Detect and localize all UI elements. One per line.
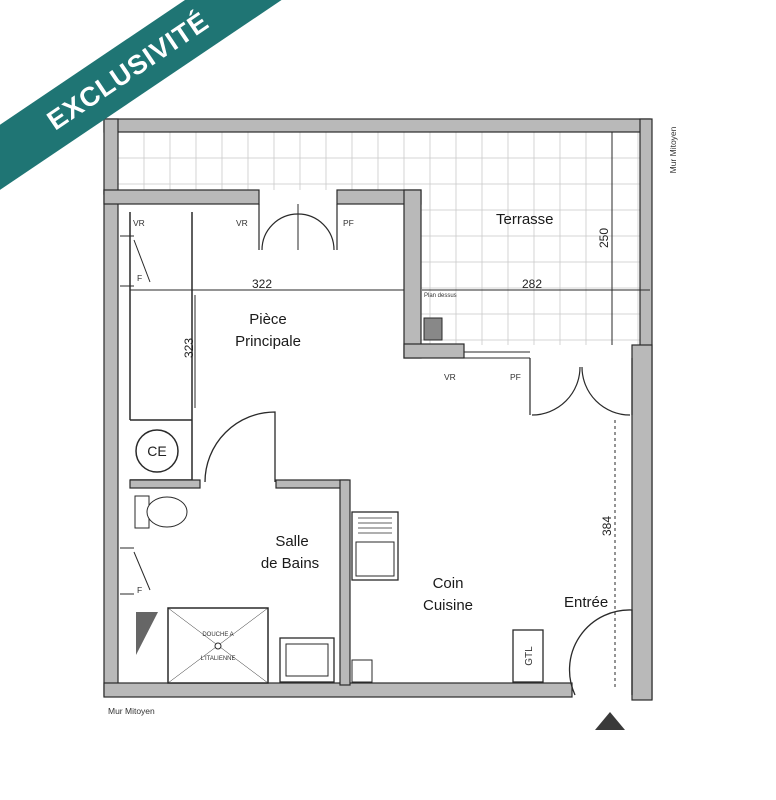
left-window-top (120, 235, 151, 287)
walls (103, 118, 653, 701)
dim-250: 250 (597, 228, 611, 248)
dim-384: 384 (600, 516, 614, 536)
pf-door-arc-right-right (581, 366, 631, 416)
dim-323: 323 (182, 338, 196, 358)
pf-door-jambs-top (258, 204, 338, 250)
room-terrasse: Terrasse (496, 211, 554, 228)
openings (120, 204, 633, 696)
label-plan-dessus: Plan dessus (424, 293, 457, 299)
entrance-door-swing (568, 609, 633, 696)
pf-door-jambs-right (529, 358, 633, 415)
room-cuisine-line1: Coin (433, 575, 464, 592)
terrace-top-wall (103, 118, 651, 133)
left-window-bottom (120, 547, 151, 595)
label-douche-2: L'ITALIENNE (200, 656, 235, 662)
left-corner-fill (136, 612, 158, 655)
pf-door-arc-right (297, 213, 335, 251)
toilet-bowl-icon (146, 496, 188, 528)
entrance-right-wall (631, 344, 653, 701)
top-wall-left (103, 189, 260, 205)
label-gtl: GTL (524, 646, 535, 666)
dim-322: 322 (252, 277, 272, 291)
terrace-corner-wall (403, 343, 465, 359)
bath-right-wall (339, 479, 351, 686)
fixtures (134, 429, 625, 730)
room-cuisine-line2: Cuisine (423, 597, 473, 614)
label-vr-left: VR (133, 218, 145, 228)
terrace-left-wall (103, 118, 119, 195)
shower-drain-icon (214, 642, 222, 650)
drainboard-lines (358, 517, 392, 534)
label-vr-right: VR (444, 372, 456, 382)
label-pf-right: PF (510, 372, 521, 382)
label-ce: CE (147, 443, 166, 459)
bath-door-swing (204, 411, 276, 483)
dimension-lines (130, 132, 650, 690)
room-piece-line2: Principale (235, 333, 301, 350)
ce-water-heater-icon (135, 429, 179, 473)
bath-top-wall-left (129, 479, 201, 489)
label-pf-top: PF (343, 218, 354, 228)
label-vr-top: VR (236, 218, 248, 228)
left-outer-wall (103, 189, 119, 697)
label-f-bottom: F (137, 585, 142, 595)
terrace-tiling (117, 131, 640, 345)
label-mur-mitoyen-bottom: Mur Mitoyen (108, 706, 155, 716)
washbasin-bowl-icon (285, 643, 329, 677)
label-f-top: F (137, 273, 142, 283)
column-block (423, 317, 443, 341)
terrace-divider-wall (403, 189, 422, 359)
entrance-arrow-icon (595, 712, 625, 730)
dim-282: 282 (522, 277, 542, 291)
pf-door-arc-left (261, 213, 299, 251)
label-douche-1: DOUCHE A (202, 632, 233, 638)
kitchen-sink-basin-icon (355, 541, 395, 577)
room-salle-line2: de Bains (261, 555, 319, 572)
kitchen-unit-icon (351, 659, 373, 683)
bath-top-wall-right (275, 479, 349, 489)
room-entree: Entrée (564, 594, 608, 611)
room-piece-line1: Pièce (249, 311, 287, 328)
room-salle-line1: Salle (275, 533, 308, 550)
pf-door-arc-right-left (531, 366, 581, 416)
gtl-panel-icon (512, 629, 544, 683)
label-mur-mitoyen-right: Mur Mitoyen (668, 126, 678, 173)
bottom-outer-wall (103, 682, 573, 698)
